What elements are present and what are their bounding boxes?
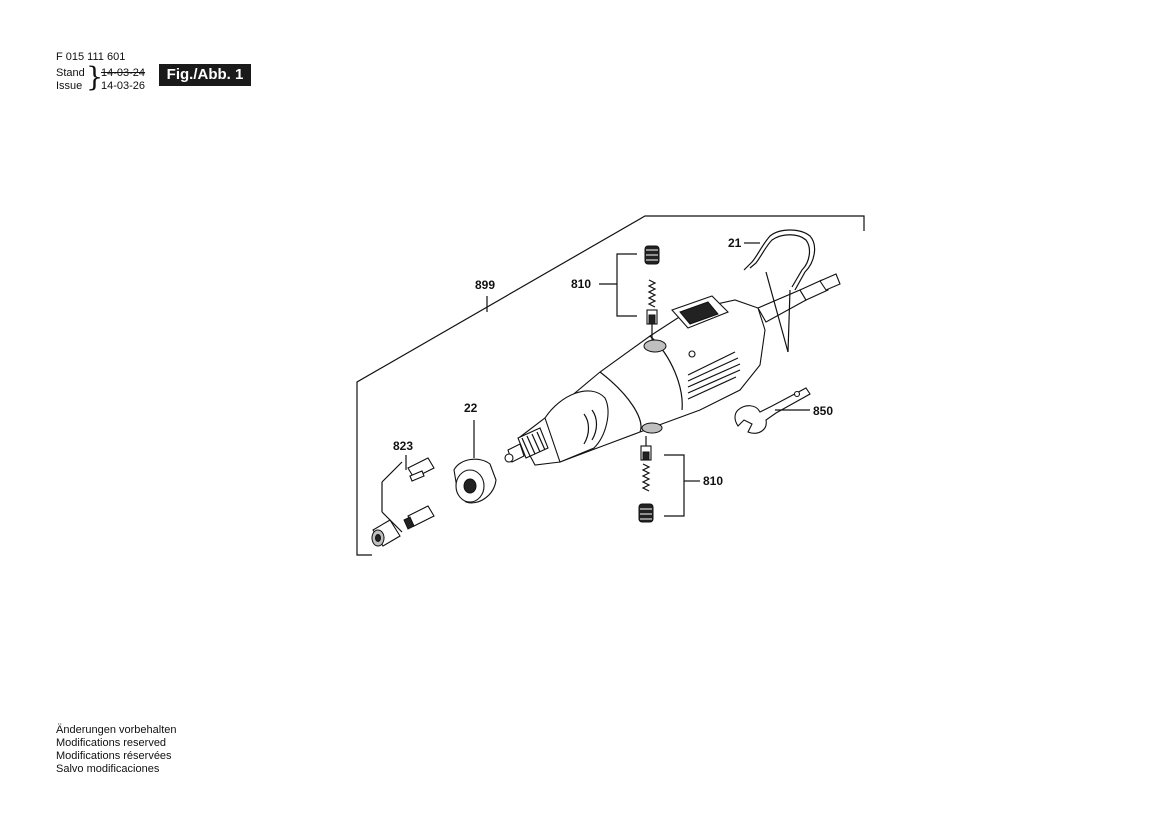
rotary-tool-body (504, 273, 841, 466)
callout-810-top: 810 (571, 277, 591, 291)
brush-cap-top (643, 339, 667, 353)
callout-22: 22 (464, 401, 478, 415)
old-date: 14-03-24 (101, 67, 146, 79)
assembly-frame (356, 215, 865, 556)
carbon-brush-top (644, 245, 660, 340)
callout-899: 899 (475, 278, 495, 292)
stand-label: Stand (56, 67, 85, 79)
issue-label: Issue (56, 80, 83, 92)
power-cord (757, 273, 841, 323)
threaded-nose (504, 427, 549, 463)
footer-line-fr: Modifications réservées (56, 750, 172, 762)
brush-cap-bottom (641, 422, 663, 434)
body-screw (688, 350, 696, 358)
carbon-brush-bottom (638, 436, 654, 523)
spanner-wrench (734, 387, 811, 434)
callout-810-bottom: 810 (703, 474, 723, 488)
vent-slots (687, 351, 741, 400)
collet-set (371, 457, 435, 547)
new-date: 14-03-26 (101, 80, 146, 92)
callout-21: 21 (728, 236, 742, 250)
part-number: F 015 111 601 (56, 51, 126, 63)
callout-850: 850 (813, 404, 833, 418)
speed-switch (671, 295, 729, 329)
brace-symbol: } (86, 62, 104, 93)
callout-823: 823 (393, 439, 413, 453)
shaft-flange (453, 420, 497, 504)
footer-line-es: Salvo modificaciones (56, 763, 160, 775)
footer-line-en: Modifications reserved (56, 737, 167, 749)
footer-line-de: Änderungen vorbehalten (56, 724, 177, 736)
hanger-clip (743, 229, 816, 353)
figure-label: Fig./Abb. 1 (159, 64, 251, 86)
footer-notice: Änderungen vorbehalten Modifications res… (56, 724, 176, 776)
